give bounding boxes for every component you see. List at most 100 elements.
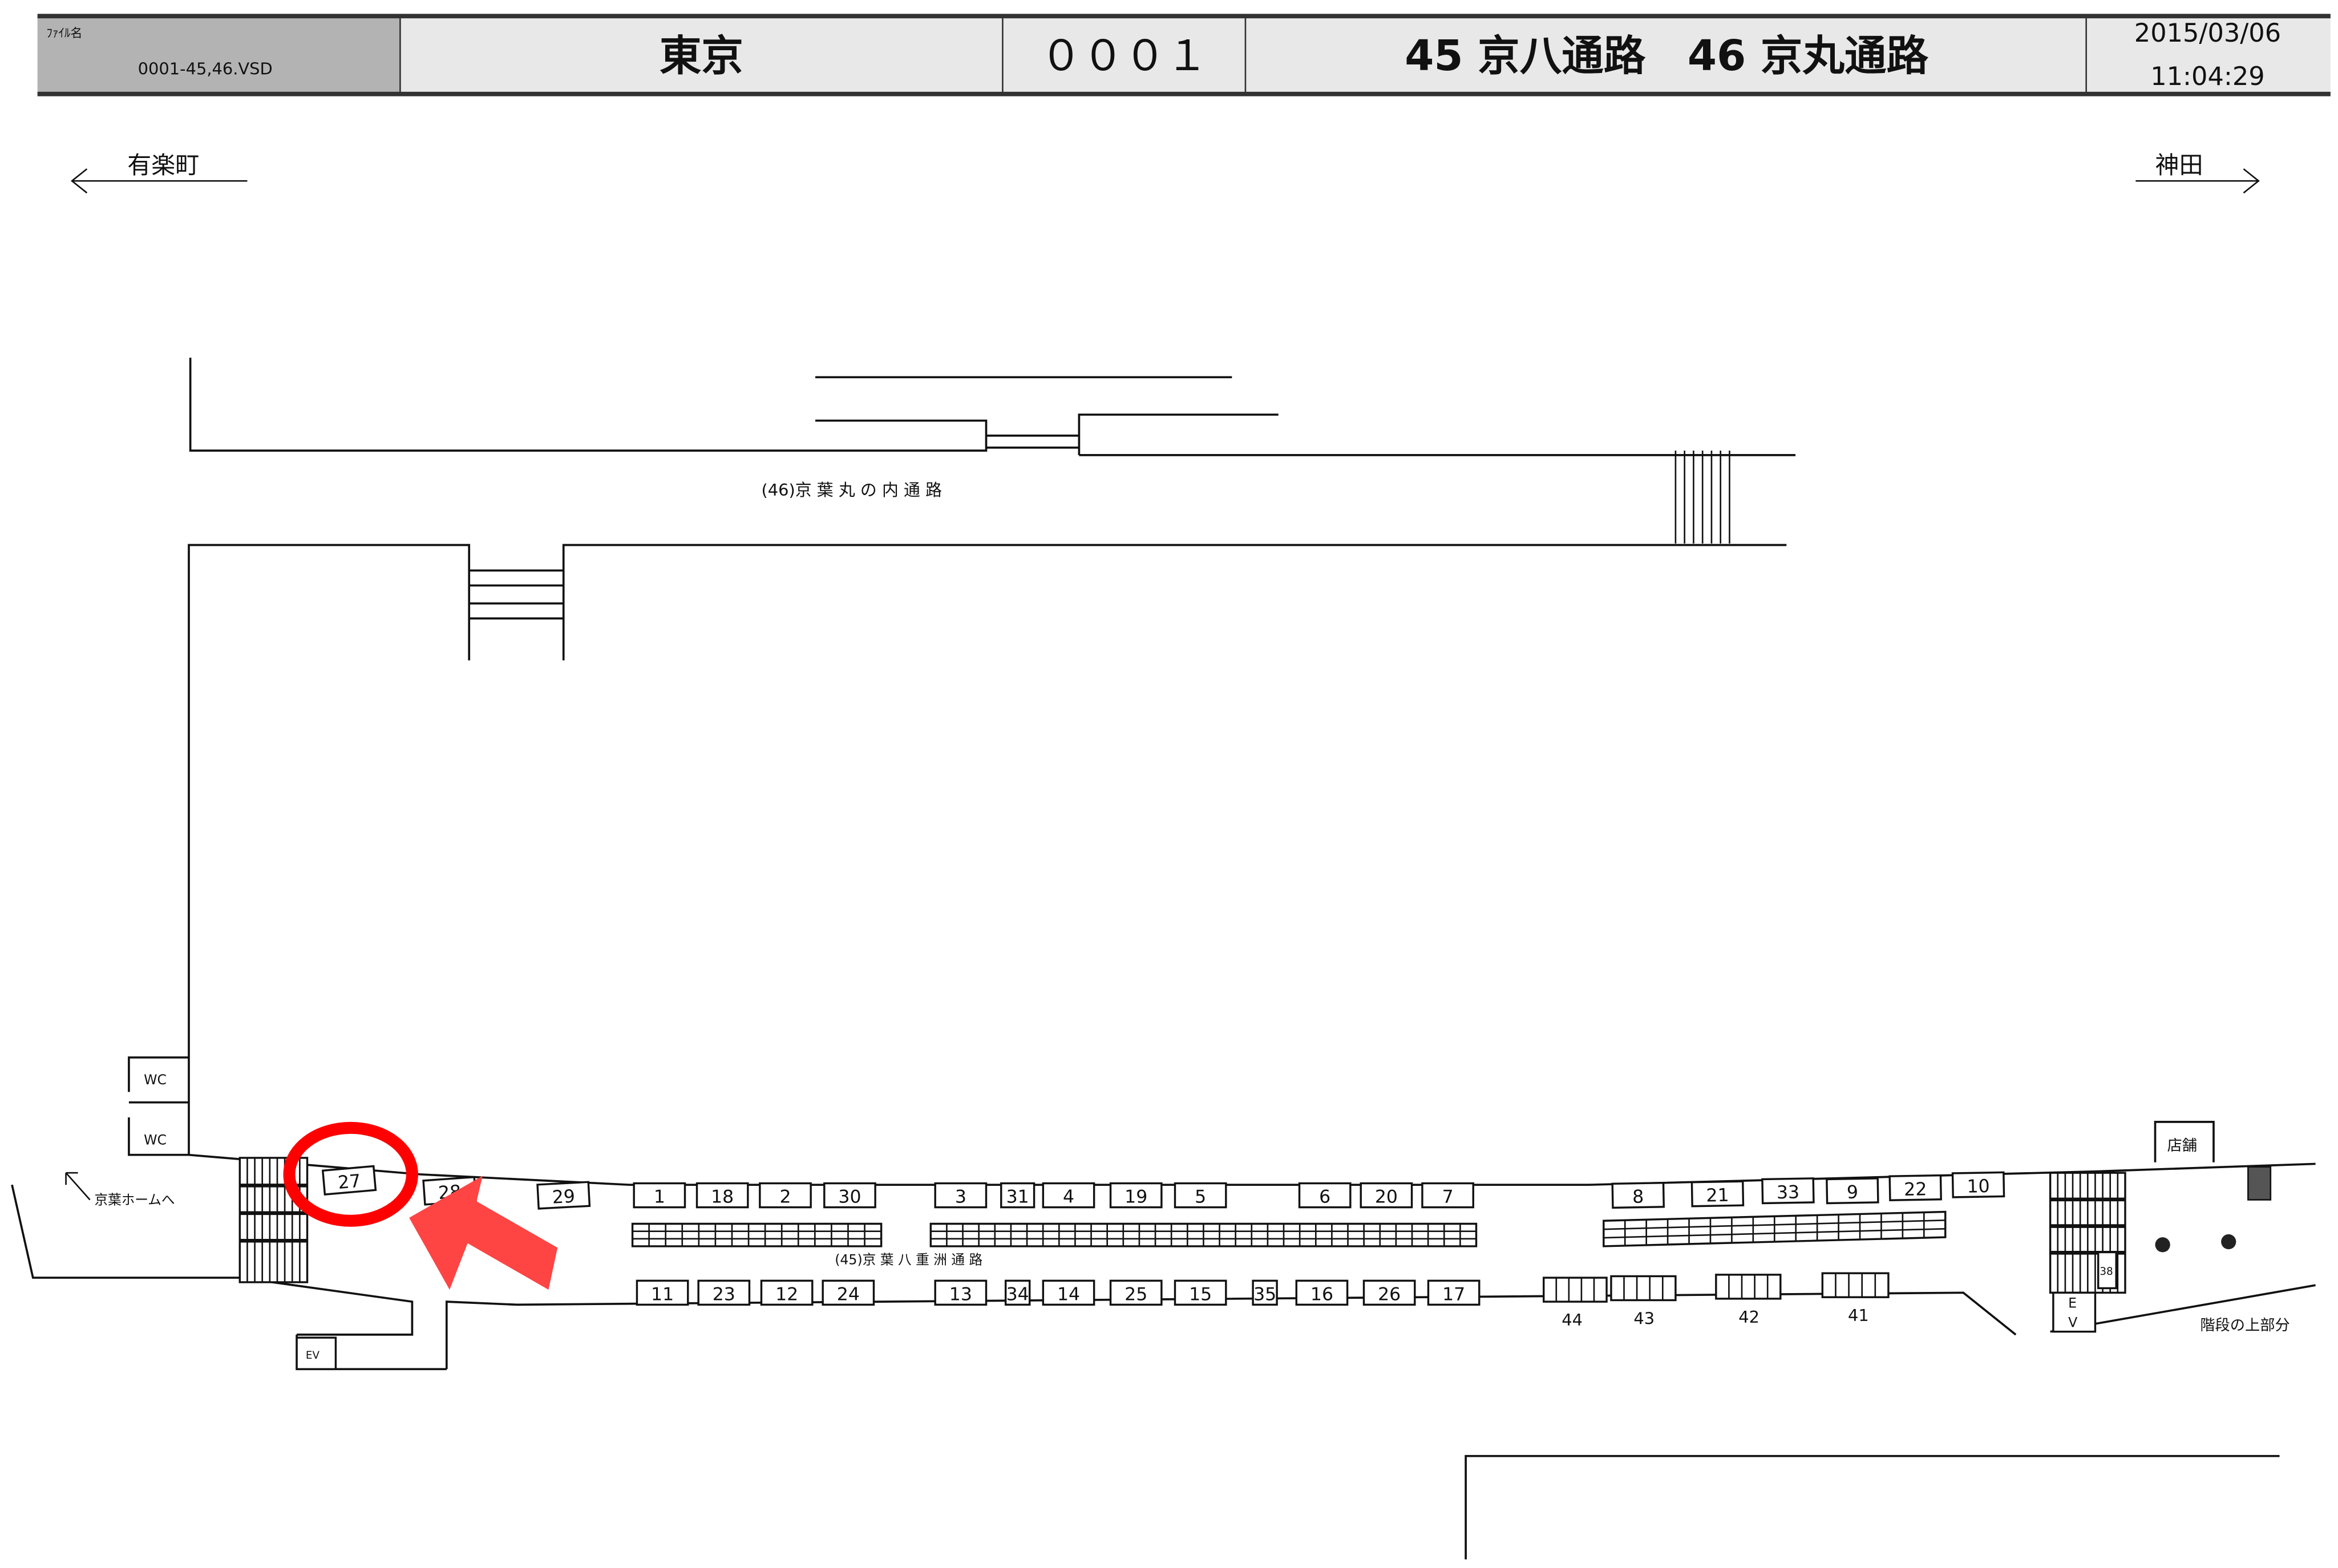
- stall-10: 10: [1951, 1171, 2005, 1198]
- svg-text:店舗: 店舗: [2167, 1137, 2198, 1154]
- direction-left-label: 有楽町: [127, 151, 199, 179]
- passage-45-label: (45)京 葉 八 重 洲 通 路: [835, 1251, 982, 1267]
- svg-text:WC: WC: [144, 1072, 167, 1088]
- stall-number: 10: [1967, 1176, 1990, 1197]
- stall-1: 1: [633, 1182, 686, 1209]
- stall-15: 15: [1174, 1279, 1227, 1306]
- stall-number: 23: [713, 1284, 735, 1304]
- highlight-arrow-icon: [409, 1176, 558, 1290]
- stall-8: 8: [1611, 1182, 1665, 1209]
- pillar-icon: [2155, 1234, 2236, 1253]
- stall-24: 24: [822, 1279, 875, 1306]
- stall-33: 33: [1761, 1177, 1815, 1205]
- stall-number: 30: [838, 1187, 861, 1208]
- stall-13: 13: [934, 1279, 988, 1306]
- stall-14: 14: [1042, 1279, 1095, 1306]
- stall-number: 25: [1124, 1284, 1147, 1304]
- bench-group-42: 42: [1715, 1274, 1782, 1327]
- direction-right: 神田: [2135, 151, 2260, 194]
- stall-5: 5: [1174, 1182, 1227, 1209]
- stall-number: 6: [1319, 1187, 1330, 1208]
- stall-number: 26: [1378, 1284, 1401, 1304]
- stall-31: 31: [1000, 1182, 1035, 1209]
- stall-2: 2: [759, 1182, 812, 1209]
- station-code: ０００１: [1040, 32, 1208, 80]
- stall-29: 29: [536, 1181, 591, 1210]
- stall-number: 27: [337, 1171, 362, 1193]
- stall-number: 14: [1057, 1284, 1080, 1304]
- direction-right-label: 神田: [2155, 151, 2203, 179]
- stall-number: 18: [711, 1187, 734, 1208]
- stall-number: 1: [654, 1187, 665, 1208]
- ev-right-box: E V: [2052, 1291, 2097, 1333]
- svg-text:V: V: [2068, 1315, 2077, 1331]
- stall-26: 26: [1362, 1279, 1416, 1306]
- stall-number: 13: [949, 1284, 972, 1304]
- stall-25: 25: [1109, 1279, 1163, 1306]
- railing-grid: [631, 1222, 883, 1247]
- stall-35: 35: [1252, 1279, 1278, 1306]
- railing-grid: [929, 1222, 1478, 1247]
- stairs-left: [238, 1157, 309, 1283]
- stall-number: 4: [1063, 1187, 1074, 1208]
- stall-number: 5: [1195, 1187, 1206, 1208]
- station-name: 東京: [660, 32, 743, 80]
- stall-number: 34: [1006, 1284, 1029, 1304]
- stall-number: 35: [1253, 1284, 1276, 1304]
- stall-number: 8: [1632, 1187, 1644, 1208]
- bench-label: 41: [1848, 1306, 1869, 1325]
- passage-46-label: (46)京 葉 丸 の 内 通 路: [761, 480, 942, 500]
- bench-label: 44: [1562, 1310, 1583, 1330]
- ev-left-label: EV: [306, 1350, 320, 1362]
- stall-number: 24: [837, 1284, 860, 1304]
- small-box: 38: [2097, 1251, 2117, 1290]
- stall-number: 12: [775, 1284, 798, 1304]
- bench-group-41: 41: [1821, 1272, 1890, 1325]
- stall-number: 20: [1375, 1187, 1398, 1208]
- bench-group-44: 44: [1543, 1277, 1608, 1330]
- stall-21: 21: [1690, 1180, 1745, 1208]
- stall-23: 23: [697, 1279, 751, 1306]
- stall-20: 20: [1360, 1182, 1413, 1209]
- stall-number: 7: [1442, 1187, 1454, 1208]
- stall-number: 17: [1442, 1284, 1465, 1304]
- passage-45: EV 京葉ホームへ (45)京 葉 八 重 洲 通 路: [11, 1153, 2316, 1559]
- stall-30: 30: [823, 1182, 876, 1209]
- stall-6: 6: [1298, 1182, 1352, 1209]
- stall-number: 31: [1006, 1187, 1029, 1208]
- shop-box: 店舗: [2154, 1121, 2215, 1162]
- wc-lower: WC: [128, 1117, 189, 1156]
- svg-text:E: E: [2068, 1295, 2077, 1311]
- file-name: 0001-45,46.VSD: [138, 59, 273, 79]
- stall-19: 19: [1109, 1182, 1163, 1209]
- stall-number: 11: [651, 1284, 674, 1304]
- date: 2015/03/06: [2134, 18, 2281, 48]
- passage-46: (46)京 葉 丸 の 内 通 路: [188, 358, 1796, 1155]
- bench-label: 43: [1633, 1309, 1655, 1328]
- stall-34: 34: [1004, 1279, 1031, 1306]
- bench-label: 42: [1738, 1307, 1759, 1327]
- header-bar: ﾌｧｲﾙ名 0001-45,46.VSD 東京 ０００１ 45 京八通路 46 …: [37, 14, 2331, 96]
- stall-7: 7: [1421, 1182, 1474, 1209]
- stall-3: 3: [934, 1182, 988, 1209]
- stall-11: 11: [636, 1279, 689, 1306]
- stall-number: 29: [552, 1186, 576, 1208]
- bench-layer: 44 43 42 41: [1543, 1272, 1890, 1330]
- stall-number: 19: [1124, 1187, 1147, 1208]
- bench-group-43: 43: [1610, 1275, 1677, 1328]
- railings: [631, 1210, 1947, 1247]
- stall-18: 18: [695, 1182, 749, 1209]
- stall-number: 15: [1189, 1284, 1212, 1304]
- direction-left: 有楽町: [70, 151, 248, 194]
- stall-number: 3: [955, 1187, 966, 1208]
- time: 11:04:29: [2150, 62, 2265, 91]
- stall-9: 9: [1826, 1177, 1879, 1205]
- railing-grid: [1603, 1210, 1947, 1247]
- hatched-pillar: [2247, 1166, 2272, 1201]
- stall-number: 16: [1310, 1284, 1333, 1304]
- stall-number: 33: [1777, 1182, 1800, 1203]
- stall-4: 4: [1042, 1182, 1095, 1209]
- file-label: ﾌｧｲﾙ名: [46, 26, 82, 40]
- svg-text:38: 38: [2100, 1266, 2113, 1278]
